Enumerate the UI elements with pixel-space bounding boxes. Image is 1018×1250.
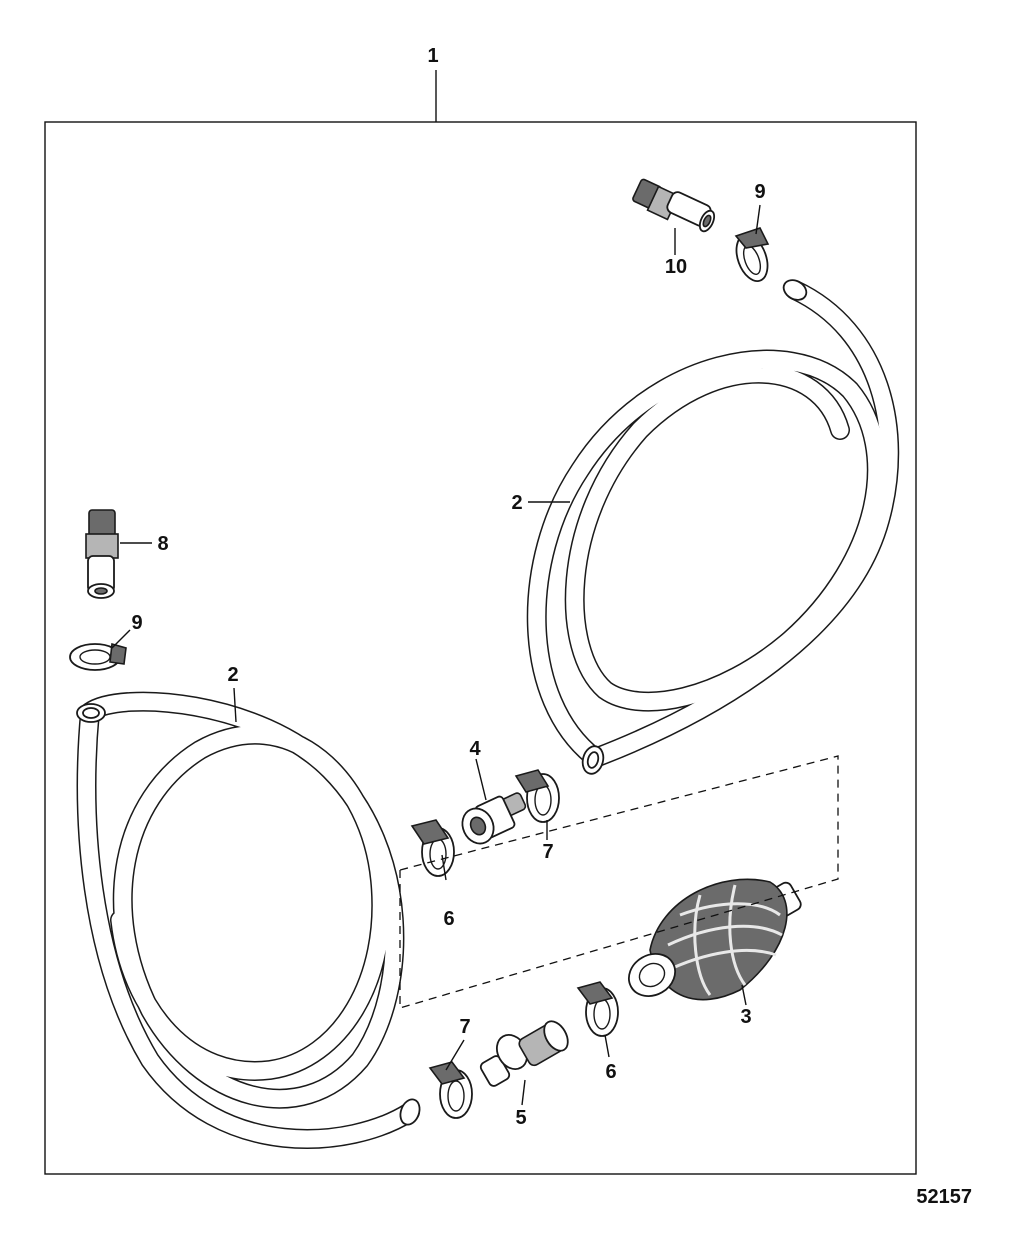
reference-number: 52157 (916, 1186, 972, 1208)
callout-6-bottom: 6 (605, 1061, 616, 1083)
clamp-9-right (734, 227, 770, 282)
hose-left (76, 691, 421, 1149)
primer-bulb (628, 878, 802, 1001)
callout-7-top: 7 (542, 841, 553, 863)
fitting-5 (479, 1020, 569, 1087)
clamp-7-bottom (428, 1061, 473, 1119)
fitting-10 (632, 178, 716, 233)
fitting-8 (85, 509, 119, 599)
callout-2-left: 2 (227, 664, 238, 686)
clamp-6-top (410, 819, 455, 877)
leader-lines (111, 204, 761, 1106)
callout-9-left: 9 (131, 612, 142, 634)
callout-8: 8 (157, 533, 168, 555)
callout-9-right: 9 (754, 181, 765, 203)
fitting-4 (461, 792, 527, 845)
callout-5: 5 (515, 1107, 526, 1129)
callout-6-top: 6 (443, 908, 454, 930)
clamp-6-bottom (576, 981, 619, 1037)
kit-frame (44, 121, 917, 1175)
callout-2-right: 2 (511, 492, 522, 514)
callout-1: 1 (427, 45, 438, 67)
clamp-9-left (69, 642, 127, 671)
callout-7-bottom: 7 (459, 1016, 470, 1038)
clamp-7-top (514, 769, 560, 823)
callout-4: 4 (469, 738, 481, 760)
callout-3: 3 (740, 1006, 751, 1028)
callout-10: 10 (665, 256, 687, 278)
hose-right (526, 279, 900, 775)
assembly-guide (399, 755, 839, 1009)
